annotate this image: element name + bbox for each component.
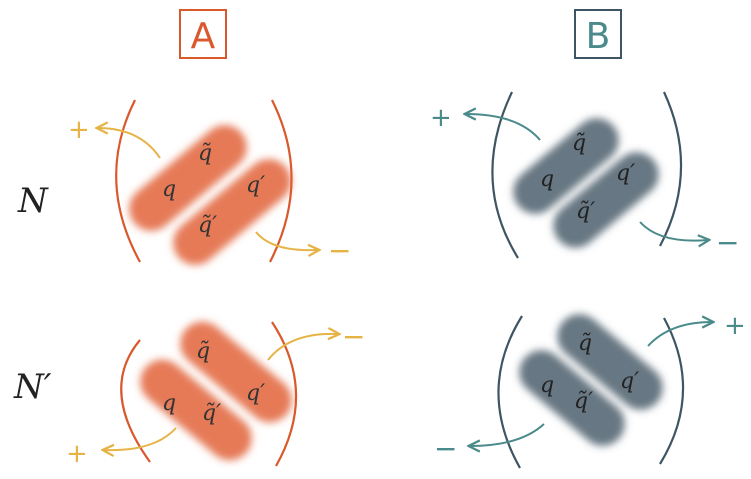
arrow: [466, 114, 541, 141]
right-bracket: [269, 99, 293, 263]
quark-label: q̃′: [574, 389, 593, 414]
column-header-a: A: [179, 9, 227, 59]
left-bracket: [497, 315, 523, 469]
plus-sign: +: [68, 115, 90, 145]
quark-label: q: [540, 167, 554, 192]
diquark-blob: [140, 359, 252, 461]
plus-sign: +: [430, 103, 452, 133]
panel-b-n-prime: q q̃ q̃′ q′ + −: [434, 311, 746, 469]
arrow: [647, 322, 712, 347]
diquark-blob: [173, 159, 291, 265]
column-label-b: B: [586, 16, 611, 57]
left-bracket: [120, 339, 151, 463]
diquark-blob: [129, 125, 247, 231]
panel-a-n: q q̃ q̃′ q′ + −: [68, 99, 351, 267]
quark-label: q: [540, 373, 554, 398]
panel-b-n: q q̃ q̃′ q′ + −: [430, 91, 739, 259]
row-label-n: N: [17, 181, 49, 221]
right-bracket: [659, 317, 685, 465]
quark-label: q̃: [578, 331, 592, 356]
quark-label: q′: [246, 381, 265, 406]
diquark-blob: [513, 118, 619, 214]
minus-sign: −: [342, 320, 365, 353]
quark-label: q̃′: [576, 199, 595, 224]
row-label-n-prime: N′: [13, 367, 52, 407]
plus-sign: +: [66, 439, 88, 469]
right-bracket: [659, 91, 683, 247]
diquark-blob: [553, 152, 659, 248]
arrow: [255, 231, 318, 250]
quark-label: q̃: [196, 339, 210, 364]
arrow: [639, 221, 708, 241]
arrow: [98, 128, 161, 159]
quark-label: q: [162, 177, 176, 202]
arrow: [267, 334, 338, 361]
minus-sign: −: [716, 226, 739, 259]
quark-label: q′: [246, 173, 265, 198]
column-label-a: A: [191, 16, 216, 57]
left-bracket: [115, 99, 141, 263]
diquark-blob: [519, 350, 625, 446]
quark-label: q̃: [572, 131, 586, 156]
panel-a-n-prime: q q̃ q̃′ q′ − +: [66, 320, 365, 469]
quark-label: q′: [616, 161, 635, 186]
right-bracket: [271, 321, 298, 467]
quark-label: q̃′: [202, 401, 221, 426]
arrow: [470, 423, 545, 446]
column-header-b: B: [574, 9, 622, 59]
left-bracket: [491, 91, 519, 259]
plus-sign: +: [724, 311, 746, 341]
minus-sign: −: [434, 432, 457, 465]
quark-label: q: [162, 391, 176, 416]
diquark-blob: [557, 314, 663, 410]
arrow: [104, 427, 177, 450]
quark-label: q̃: [198, 141, 212, 166]
minus-sign: −: [328, 234, 351, 267]
quark-label: q̃′: [198, 213, 217, 238]
quark-label: q′: [620, 369, 639, 394]
diquark-blob: [180, 321, 292, 423]
